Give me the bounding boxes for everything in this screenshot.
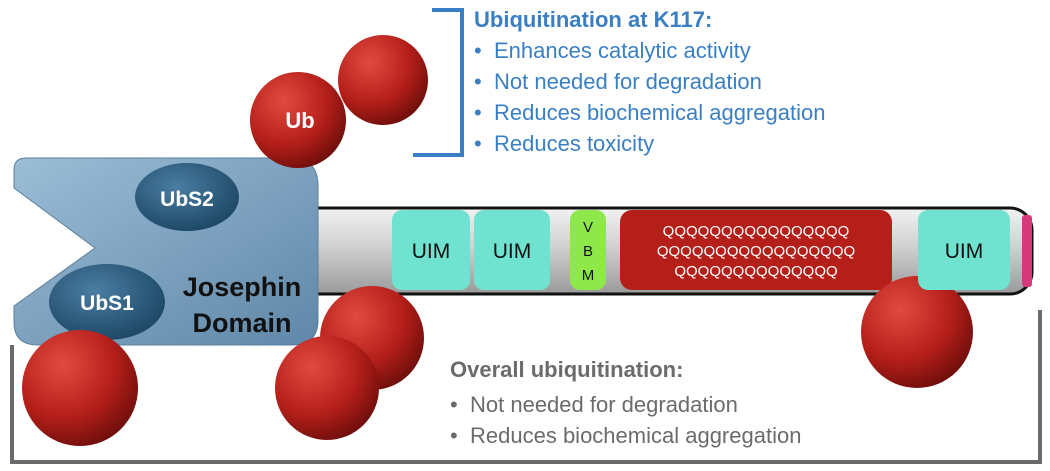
uim-3-label: UIM bbox=[945, 240, 984, 263]
k117-annotation: Ubiquitination at K117: • Enhances catal… bbox=[474, 7, 825, 156]
overall-bracket bbox=[10, 310, 1042, 464]
polyq-line-1: QQQQQQQQQQQQQQQQ bbox=[663, 223, 850, 240]
k117-bullet-1: Enhances catalytic activity bbox=[494, 38, 751, 63]
ubiquitin-sphere-mid-lower bbox=[275, 336, 379, 440]
ub-label: Ub bbox=[285, 108, 314, 133]
k117-bullet-4-dot: • bbox=[474, 131, 482, 156]
k117-title: Ubiquitination at K117: bbox=[474, 7, 712, 32]
k117-bullet-4: Reduces toxicity bbox=[494, 131, 654, 156]
overall-bullet-2-dot: • bbox=[450, 423, 458, 448]
josephin-label-line1: Josephin bbox=[183, 272, 302, 302]
vbm: V B M bbox=[570, 210, 606, 290]
polyq-line-2: QQQQQQQQQQQQQQQQQ bbox=[657, 243, 855, 260]
ubiquitin-sphere-left bbox=[22, 330, 138, 446]
overall-title: Overall ubiquitination: bbox=[450, 357, 683, 382]
ubiquitin-sphere-k117 bbox=[250, 72, 346, 168]
k117-bullet-2-dot: • bbox=[474, 69, 482, 94]
vbm-letter-b: B bbox=[583, 243, 593, 260]
overall-bullet-1-dot: • bbox=[450, 392, 458, 417]
polyq-tract: QQQQQQQQQQQQQQQQ QQQQQQQQQQQQQQQQQ QQQQQ… bbox=[620, 210, 892, 290]
k117-bullet-2: Not needed for degradation bbox=[494, 69, 762, 94]
vbm-letter-v: V bbox=[583, 219, 593, 236]
ubiquitin-sphere-k117-top bbox=[338, 35, 428, 125]
uim-2: UIM bbox=[474, 210, 550, 290]
ubs1-label: UbS1 bbox=[80, 292, 134, 315]
k117-bullet-3: Reduces biochemical aggregation bbox=[494, 100, 825, 125]
k117-bullet-1-dot: • bbox=[474, 38, 482, 63]
ubiquitin-sphere-right bbox=[861, 276, 973, 388]
ubs2-site bbox=[135, 163, 239, 231]
uim-1: UIM bbox=[392, 210, 470, 290]
vbm-letter-m: M bbox=[582, 267, 595, 284]
uim-3: UIM bbox=[918, 210, 1010, 290]
josephin-label-line2: Domain bbox=[192, 308, 291, 338]
k117-bracket bbox=[413, 8, 464, 157]
ubs1-site bbox=[49, 264, 165, 340]
josephin-domain: UbS2 UbS1 Josephin Domain bbox=[13, 157, 319, 346]
overall-bullet-1: Not needed for degradation bbox=[470, 392, 738, 417]
ubs2-label: UbS2 bbox=[160, 188, 214, 211]
uim-1-label: UIM bbox=[412, 240, 451, 263]
polyq-line-3: QQQQQQQQQQQQQQ bbox=[674, 263, 837, 280]
uim-2-label: UIM bbox=[493, 240, 532, 263]
k117-bullet-3-dot: • bbox=[474, 100, 482, 125]
overall-annotation: Overall ubiquitination: • Not needed for… bbox=[450, 357, 801, 448]
c-terminal-cap bbox=[1022, 215, 1032, 287]
overall-bullet-2: Reduces biochemical aggregation bbox=[470, 423, 801, 448]
